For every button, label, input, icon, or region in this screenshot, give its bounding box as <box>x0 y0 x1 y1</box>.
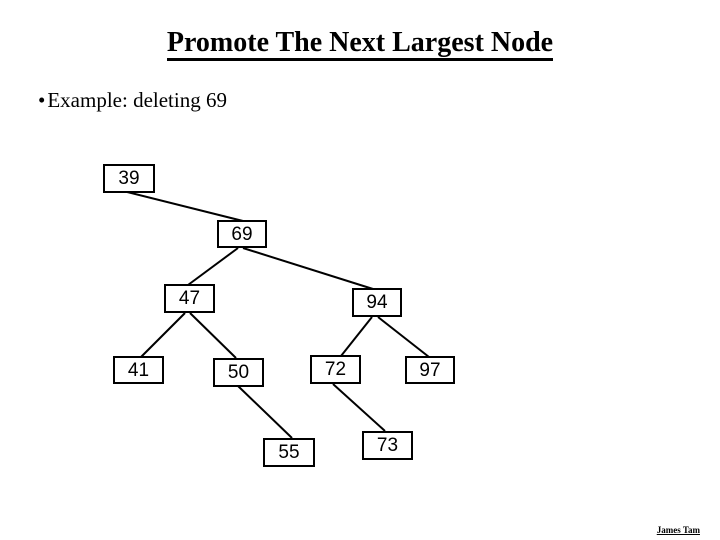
title-wrap: Promote The Next Largest Node <box>0 28 720 62</box>
tree-node-72: 72 <box>310 355 361 384</box>
tree-edge-39-69 <box>126 191 244 222</box>
slide-title: Promote The Next Largest Node <box>166 28 554 62</box>
tree-node-55: 55 <box>263 438 315 467</box>
bullet-marker: • <box>38 88 46 112</box>
tree-node-97: 97 <box>405 356 455 384</box>
tree-node-47: 47 <box>164 284 215 313</box>
tree-node-73: 73 <box>362 431 413 460</box>
bullet-text: Example: deleting 69 <box>47 88 227 112</box>
tree-node-39: 39 <box>103 164 155 193</box>
tree-edge-47-41 <box>140 312 186 358</box>
tree-edge-50-55 <box>237 385 293 439</box>
tree-edge-69-94 <box>242 247 374 290</box>
tree-node-69: 69 <box>217 220 267 248</box>
tree-edge-94-97 <box>377 316 430 358</box>
tree-edge-69-47 <box>187 247 239 286</box>
footer-credit: James Tam <box>656 525 700 535</box>
tree-node-94: 94 <box>352 288 402 317</box>
tree-node-41: 41 <box>113 356 164 384</box>
tree-edge-72-73 <box>332 383 386 432</box>
tree-edge-94-72 <box>340 316 373 357</box>
bullet-line: •Example: deleting 69 <box>38 88 227 112</box>
tree-node-50: 50 <box>213 358 264 387</box>
tree-edge-47-50 <box>189 312 237 359</box>
